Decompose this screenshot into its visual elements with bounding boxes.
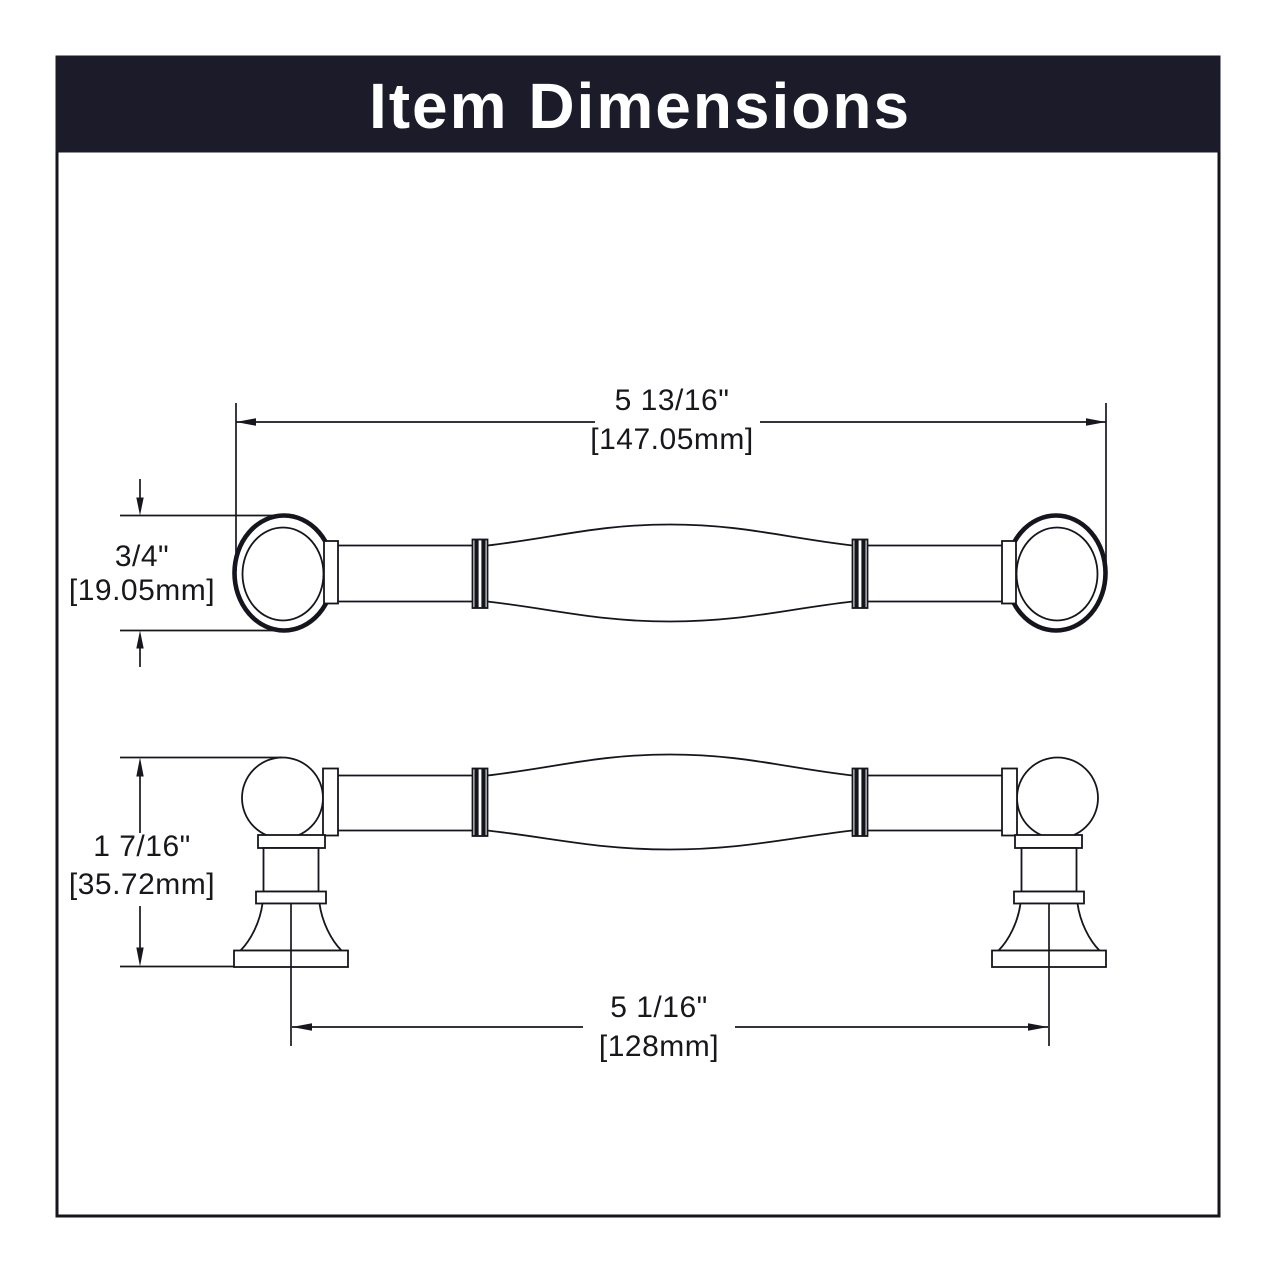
barrel-bottom-profile-side xyxy=(487,829,853,851)
arrow-right-icon xyxy=(1086,418,1106,426)
right-neck-side xyxy=(1001,767,1018,837)
center-to-center-mm: [128mm] xyxy=(599,1030,719,1063)
arrow-right-icon xyxy=(1028,1023,1048,1031)
header-bar-background xyxy=(55,55,1221,153)
right-end-cap-outer xyxy=(1004,513,1108,633)
left-neck-side xyxy=(322,767,339,837)
barrel-top-profile-side xyxy=(487,753,853,777)
arrow-up-icon xyxy=(136,757,144,777)
left-post-flange xyxy=(257,834,326,849)
grip-diameter-mm: [19.05mm] xyxy=(69,574,215,607)
pull-top-view xyxy=(232,513,1108,633)
projection-height-mm: [35.72mm] xyxy=(69,868,215,901)
arrow-down-icon xyxy=(136,497,144,516)
overall-length-mm: [147.05mm] xyxy=(590,423,753,456)
overall-length-inches: 5 13/16" xyxy=(615,384,730,417)
header-bar: Item Dimensions xyxy=(55,55,1221,153)
left-collar-ring-edges xyxy=(474,540,486,608)
left-neck xyxy=(323,540,339,605)
right-collar-ring-side xyxy=(851,767,869,837)
dim-center-to-center: 5 1/16" [128mm] xyxy=(292,991,1048,1063)
projection-height-inches: 1 7/16" xyxy=(93,830,191,863)
right-collar-ring xyxy=(851,538,869,609)
left-collar-ring-side-edges xyxy=(474,769,486,836)
dim-grip-diameter: 3/4" [19.05mm] xyxy=(69,479,284,667)
grip-diameter-inches: 3/4" xyxy=(115,540,169,573)
right-neck xyxy=(1001,540,1017,605)
right-post-stem xyxy=(1020,847,1078,893)
pull-side-view xyxy=(233,753,1107,1046)
cylinder-sections-side xyxy=(338,774,1002,832)
right-collar-ring-edges xyxy=(854,540,866,608)
projection-height-extension-lines xyxy=(120,756,282,968)
grip-diameter-extension-lines xyxy=(120,514,284,632)
page-title: Item Dimensions xyxy=(369,70,911,142)
left-ball-cap xyxy=(241,756,324,840)
left-collar-ring-side xyxy=(471,767,489,837)
arrow-left-icon xyxy=(236,418,256,426)
arrow-down-icon xyxy=(136,947,144,967)
right-post-flange xyxy=(1014,834,1083,849)
dim-projection-height: 1 7/16" [35.72mm] xyxy=(69,756,282,968)
center-to-center-inches: 5 1/16" xyxy=(610,991,708,1024)
right-ball-cap xyxy=(1016,756,1099,840)
left-collar-ring xyxy=(471,538,489,609)
left-end-cap-outer xyxy=(232,513,336,633)
right-post-collar xyxy=(1013,890,1085,905)
arrow-up-icon xyxy=(136,630,144,649)
cylinder-sections xyxy=(338,544,1002,603)
overall-length-extension-lines xyxy=(235,403,1107,571)
dim-overall-length: 5 13/16" [147.05mm] xyxy=(235,384,1107,571)
right-collar-ring-side-edges xyxy=(854,769,866,836)
arrow-left-icon xyxy=(292,1023,312,1031)
left-post-stem xyxy=(262,847,320,893)
barrel-top-profile xyxy=(487,523,853,547)
post-center-lines xyxy=(290,903,1050,1046)
left-post-collar xyxy=(255,890,327,905)
barrel-bottom-profile xyxy=(487,600,853,623)
